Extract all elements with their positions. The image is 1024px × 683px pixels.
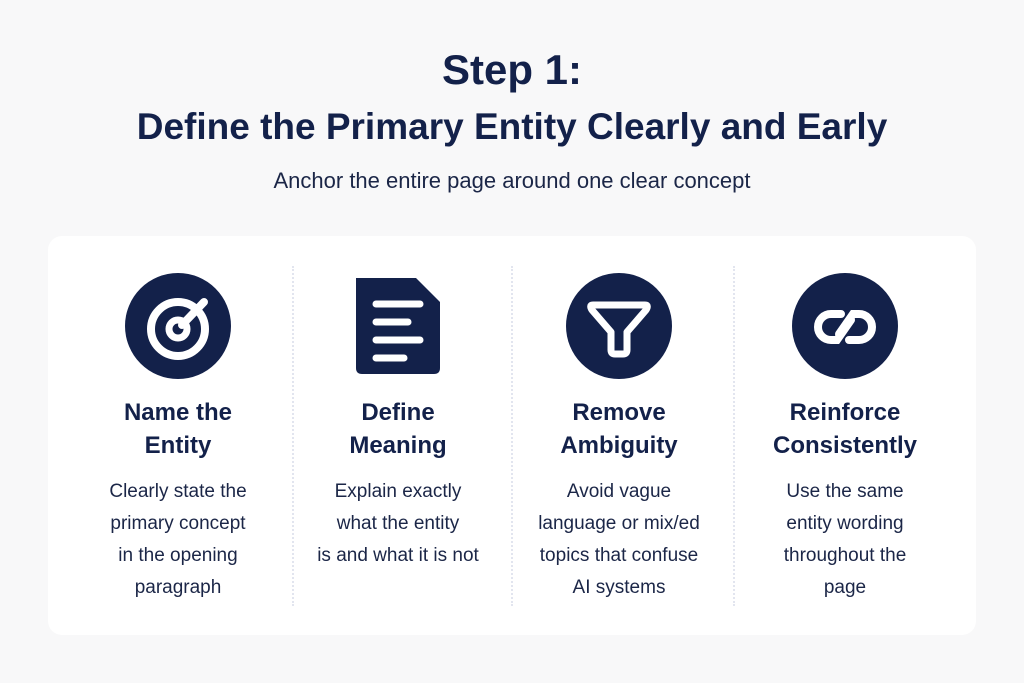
description-line: AI systems — [572, 577, 666, 598]
page-subtitle: Anchor the entire page around one clear … — [273, 168, 751, 193]
funnel-icon — [566, 273, 672, 379]
document-icon — [356, 278, 440, 374]
description-line: page — [823, 577, 867, 598]
description-line: Explain exactly — [334, 481, 462, 502]
column-title: Meaning — [349, 432, 447, 459]
description-line: primary concept — [110, 513, 246, 534]
column-title: Name the — [123, 399, 233, 426]
step-label: Step 1: — [441, 46, 583, 93]
column-title: Consistently — [772, 432, 918, 459]
column-title: Define — [361, 399, 435, 426]
target-icon — [125, 273, 231, 379]
description-line: language or mix/ed — [538, 513, 700, 534]
column-title: Reinforce — [789, 399, 901, 426]
link-icon — [792, 273, 898, 379]
description-line: throughout the — [783, 545, 907, 566]
divider — [733, 266, 735, 606]
description-line: entity wording — [786, 513, 904, 534]
column-title: Ambiguity — [560, 432, 678, 459]
description-line: topics that confuse — [539, 545, 699, 566]
description-line: Use the same — [786, 481, 904, 502]
description-line: is and what it is not — [317, 545, 479, 566]
description-line: Avoid vague — [566, 481, 672, 502]
column-title: Entity — [144, 432, 212, 459]
description-line: in the opening — [118, 545, 238, 566]
description-line: what the entity — [336, 513, 460, 534]
description-line: Clearly state the — [109, 481, 247, 502]
column-title: Remove — [572, 399, 666, 426]
page-title: Define the Primary Entity Clearly and Ea… — [136, 106, 888, 147]
divider — [292, 266, 294, 606]
divider — [511, 266, 513, 606]
description-line: paragraph — [134, 577, 222, 598]
